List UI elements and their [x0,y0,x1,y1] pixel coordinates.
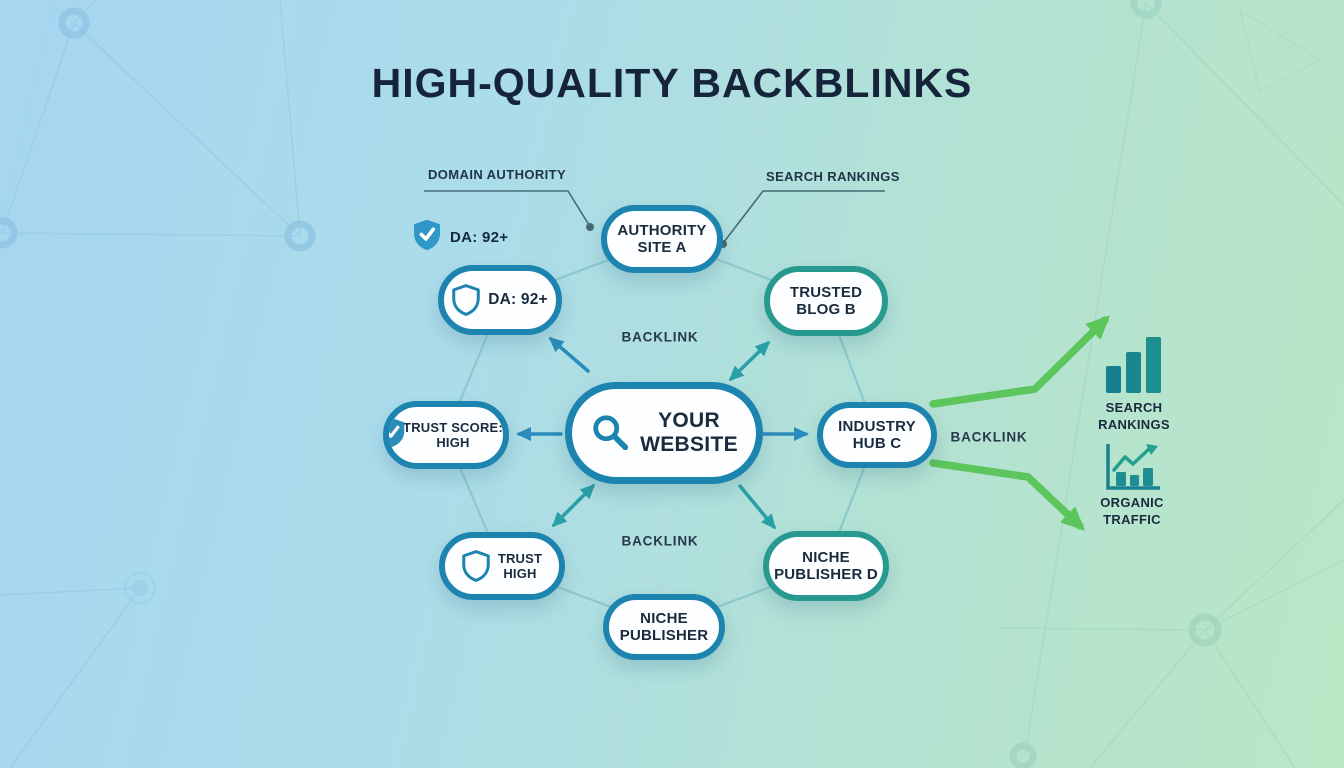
da-badge: DA: 92+ [412,218,508,257]
arrow-center-to-niche-d [738,484,776,530]
node-label: AUTHORITY SITE A [617,221,707,256]
shield-icon [452,284,480,316]
node-your-website: YOUR WEBSITE [565,382,763,484]
green-arrow-organic-traffic [929,459,1086,531]
backlink-label-top: BACKLINK [621,329,699,345]
node-trusted-blog-b: TRUSTED BLOG B [764,266,888,336]
search-rankings-label: SEARCH RANKINGS [1098,400,1170,432]
backlink-label-bottom: BACKLINK [621,533,699,549]
bar-chart-icon [1104,336,1162,399]
outcome-arrows [929,315,1110,531]
domain-authority-pointer-dot [586,223,594,231]
line-chart-icon [1104,442,1162,497]
node-label: INDUSTRY HUB C [838,417,916,452]
node-niche-publisher: NICHE PUBLISHER [603,594,725,660]
backlink-label-right: BACKLINK [950,429,1028,445]
node-label: YOUR WEBSITE [640,408,738,456]
node-da-92: DA: 92+ [438,265,562,335]
organic-traffic-label: ORGANIC TRAFFIC [1100,495,1164,527]
node-niche-publisher-d: NICHE PUBLISHER D [763,531,889,601]
domain-authority-callout: DOMAIN AUTHORITY [428,167,567,182]
arrow-center-to-da [548,337,590,373]
node-label: TRUSTED BLOG B [789,283,863,318]
node-trust-high: TRUST HIGH [439,532,565,600]
da-badge-label: DA: 92+ [450,229,509,246]
node-label: DA: 92+ [488,291,548,309]
node-label: TRUST SCORE: HIGH [403,419,503,450]
search-rankings-pointer-line [723,190,885,243]
green-arrow-search-rankings [929,315,1110,408]
domain-authority-pointer-line [424,190,590,226]
node-industry-hub-c: INDUSTRY HUB C [817,402,937,468]
page-title: HIGH-QUALITY BACKBLINKS [371,60,973,106]
shield-icon [462,550,490,582]
shield-check-icon [412,218,442,257]
search-rankings-callout: SEARCH RANKINGS [766,169,900,184]
node-label: TRUST HIGH [497,550,543,581]
node-label: NICHE PUBLISHER [619,609,709,644]
node-label: NICHE PUBLISHER D [774,548,878,583]
search-icon [590,412,632,454]
shield-check-icon [389,417,406,454]
node-trust-score-high: TRUST SCORE: HIGH [383,401,509,469]
arrow-center-trusted-blog [728,340,771,382]
arrow-center-trust-high [551,483,596,528]
node-authority-site-a: AUTHORITY SITE A [601,205,723,273]
backlink-arrows [516,337,809,530]
